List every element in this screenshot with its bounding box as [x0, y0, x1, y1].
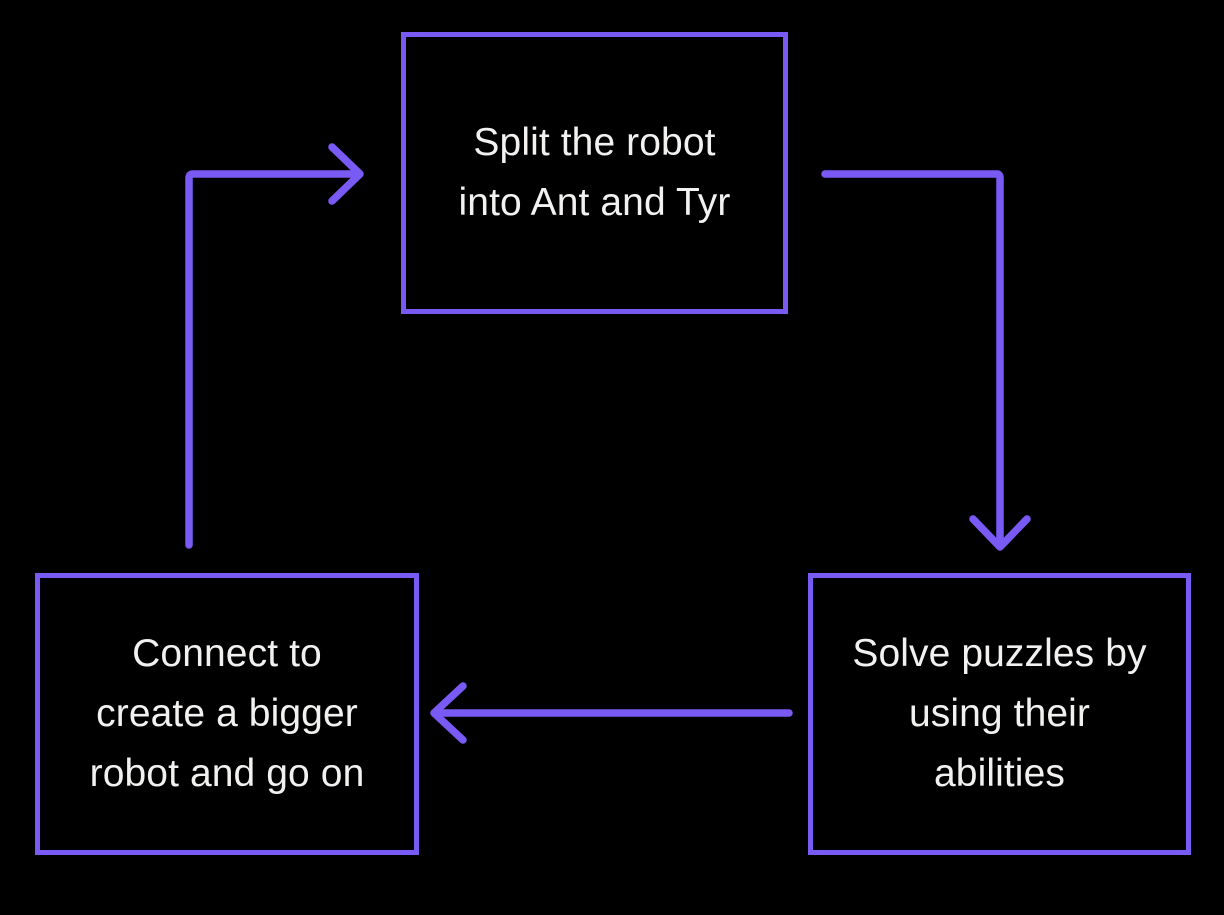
node-connect-label: Connect to create a bigger robot and go … — [89, 632, 365, 795]
edge-connect-to-split-arrowhead-icon — [328, 143, 364, 205]
node-split-label: Split the robot into Ant and Tyr — [458, 121, 731, 224]
edge-split-to-solve-line — [821, 170, 1004, 550]
edge-solve-to-connect-arrowhead-icon — [430, 682, 467, 744]
edge-split-to-solve-arrowhead-icon — [969, 515, 1031, 551]
node-solve-puzzles[interactable]: Solve puzzles by using their abilities — [808, 573, 1191, 855]
edge-solve-to-connect — [430, 682, 793, 744]
edge-connect-to-split-line — [185, 170, 363, 549]
edge-split-to-solve — [821, 170, 1031, 551]
edge-connect-to-split — [185, 143, 364, 549]
node-solve-label: Solve puzzles by using their abilities — [852, 632, 1147, 795]
node-connect-to-create[interactable]: Connect to create a bigger robot and go … — [35, 573, 419, 855]
node-split-the-robot[interactable]: Split the robot into Ant and Tyr — [401, 32, 788, 314]
